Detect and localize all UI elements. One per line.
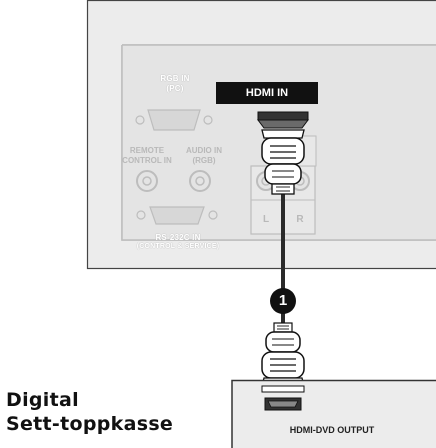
audio-in-label: AUDIO IN bbox=[186, 146, 222, 155]
hdmi-plug-bottom-icon bbox=[261, 322, 305, 387]
hdmi-in-label: HDMI IN bbox=[216, 82, 318, 104]
audio-l-label: L bbox=[262, 214, 270, 225]
audio-in-sublabel: (RGB) bbox=[192, 156, 216, 165]
screw-icon bbox=[136, 210, 146, 220]
rs232c-port bbox=[149, 206, 205, 225]
rgb-in-label: RGB IN bbox=[160, 74, 190, 83]
hdmi-in-port bbox=[257, 111, 309, 121]
rs232c-sublabel: (CONTROL & SERVICE) bbox=[136, 243, 220, 250]
hdmi-plug-top-icon bbox=[261, 129, 305, 195]
step-number-badge: 1 bbox=[270, 288, 296, 314]
device-name-line1: Digital bbox=[6, 389, 79, 411]
hdmi-output-port-top bbox=[261, 385, 305, 393]
rs232c-label: RS-232C IN bbox=[155, 233, 201, 242]
screw-icon bbox=[208, 210, 218, 220]
audio-r-label: R bbox=[296, 214, 304, 225]
device-name-line2: Sett-toppkasse bbox=[6, 413, 174, 435]
screw-icon bbox=[135, 115, 145, 125]
remote-control-sublabel: CONTROL IN bbox=[122, 156, 172, 165]
rgb-in-sublabel: (PC) bbox=[166, 84, 184, 93]
remote-control-label: REMOTE bbox=[129, 146, 165, 155]
screw-icon bbox=[203, 115, 213, 125]
rgb-in-port bbox=[147, 109, 201, 131]
hdmi-dvd-output-label: HDMI-DVD OUTPUT bbox=[289, 425, 375, 435]
